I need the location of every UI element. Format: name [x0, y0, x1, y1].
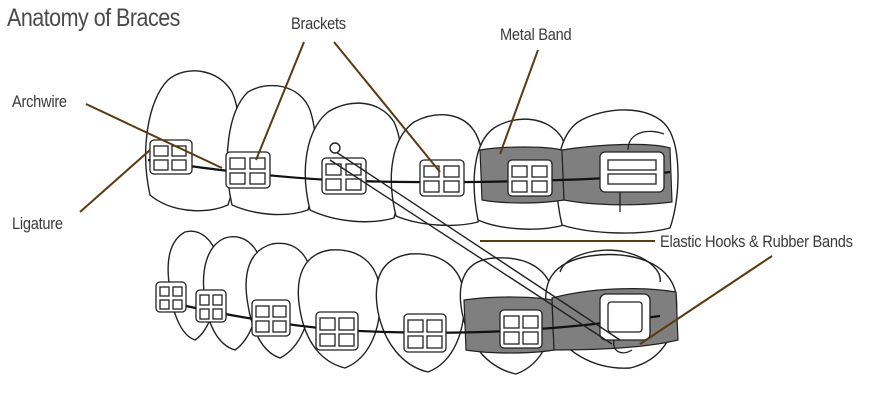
label-ligature: Ligature — [12, 214, 63, 233]
bracket — [419, 159, 465, 197]
upper-tooth — [226, 84, 317, 216]
upper-tooth — [145, 70, 240, 212]
leader-brackets-2 — [333, 41, 441, 173]
bracket — [315, 311, 359, 351]
molar-tube — [599, 293, 651, 354]
label-metal-band: Metal Band — [500, 25, 572, 44]
diagram-title: Anatomy of Braces — [7, 4, 180, 32]
bracket — [499, 309, 543, 349]
molar-tube — [599, 130, 665, 212]
bracket — [155, 281, 187, 313]
label-archwire: Archwire — [12, 92, 67, 111]
bracket — [321, 157, 367, 195]
leader-archwire — [85, 103, 223, 169]
bracket — [251, 299, 291, 337]
bracket — [225, 151, 271, 189]
leader-brackets-1 — [255, 41, 305, 161]
leader-ligature — [79, 149, 151, 213]
leader-elastic-hook — [639, 255, 773, 345]
rubber-band — [329, 142, 621, 345]
bracket — [195, 289, 227, 323]
bracket — [403, 313, 447, 353]
label-brackets: Brackets — [291, 14, 346, 33]
lower-tooth — [559, 249, 661, 283]
leader-metal-band — [499, 49, 539, 155]
label-elastic-hooks: Elastic Hooks & Rubber Bands — [660, 232, 853, 251]
lower-tooth — [375, 253, 465, 373]
bracket — [507, 159, 553, 197]
